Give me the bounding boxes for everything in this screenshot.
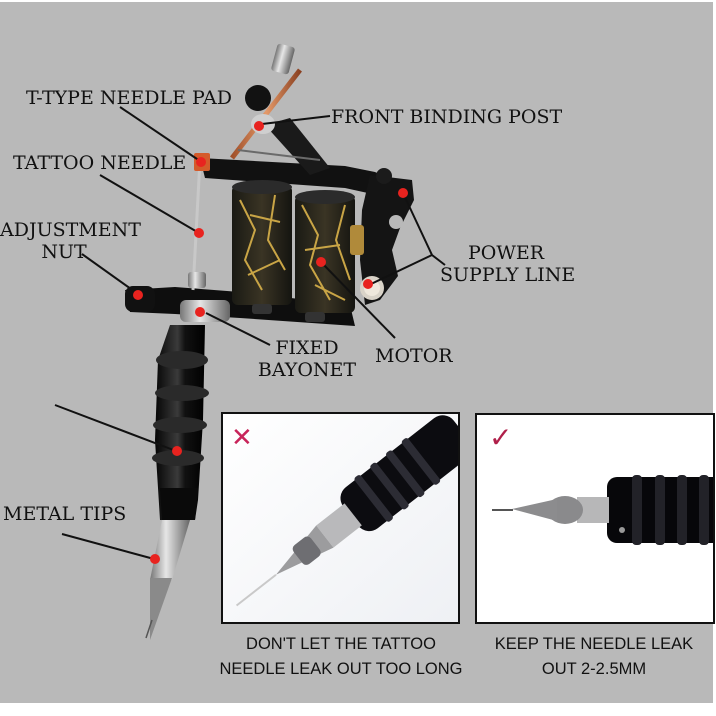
correct-example-panel: ✓ (475, 413, 715, 624)
metal-tip (145, 520, 190, 640)
label-front-binding-post: FRONT BINDING POST (331, 106, 563, 128)
frame (125, 43, 414, 326)
correct-example-caption: KEEP THE NEEDLE LEAK OUT 2-2.5MM (478, 632, 710, 682)
short-needle-photo (477, 415, 713, 622)
label-adjustment-nut-line1: ADJUSTMENT (0, 219, 141, 241)
label-fixed-bayonet-line1: FIXED (275, 337, 339, 359)
marker-needle-pad (196, 157, 206, 167)
marker-adjustment-nut (133, 290, 143, 300)
label-motor: MOTOR (375, 345, 453, 367)
coils (232, 180, 364, 322)
correct-caption-line1: KEEP THE NEEDLE LEAK (494, 635, 694, 653)
label-adjustment-nut: ADJUSTMENT NUT (0, 219, 141, 263)
marker-power-supply-bottom (363, 279, 373, 289)
marker-metal-tips (150, 554, 160, 564)
label-adjustment-nut-line2: NUT (41, 241, 87, 263)
marker-binding-post (254, 121, 264, 131)
marker-dots (133, 121, 408, 564)
wrong-x-glyph: ✕ (231, 423, 253, 453)
label-power-supply-line: POWER SUPPLY LINE (440, 242, 576, 286)
wrong-x-icon: ✕ (231, 424, 253, 452)
wrong-caption-line1: DON'T LET THE TATTOO (246, 635, 436, 653)
label-fixed-bayonet: FIXED BAYONET (256, 337, 358, 381)
label-fixed-bayonet-line2: BAYONET (257, 359, 357, 381)
wrong-caption-line2: NEEDLE LEAK OUT TOO LONG (219, 660, 463, 678)
grip-tube (152, 325, 209, 520)
marker-power-supply-top (398, 188, 408, 198)
wrong-example-panel: ✕ (221, 412, 460, 624)
wrong-example-caption: DON'T LET THE TATTOO NEEDLE LEAK OUT TOO… (216, 632, 466, 682)
correct-caption-line2: OUT 2-2.5MM (541, 660, 647, 678)
marker-motor (316, 257, 326, 267)
correct-check-icon: ✓ (489, 423, 512, 453)
label-tattoo-needle: TATTOO NEEDLE (13, 152, 187, 174)
leader-lines (54, 106, 446, 560)
label-power-supply-line1: POWER (467, 242, 545, 264)
label-metal-tips: METAL TIPS (3, 503, 127, 525)
marker-fixed-bayonet (195, 307, 205, 317)
long-needle-photo (223, 414, 458, 622)
label-power-supply-line2: SUPPLY LINE (440, 264, 576, 286)
marker-tattoo-needle (194, 228, 204, 238)
marker-grip (172, 446, 182, 456)
label-t-type-needle-pad: T-TYPE NEEDLE PAD (26, 87, 232, 109)
correct-check-glyph: ✓ (489, 421, 513, 454)
